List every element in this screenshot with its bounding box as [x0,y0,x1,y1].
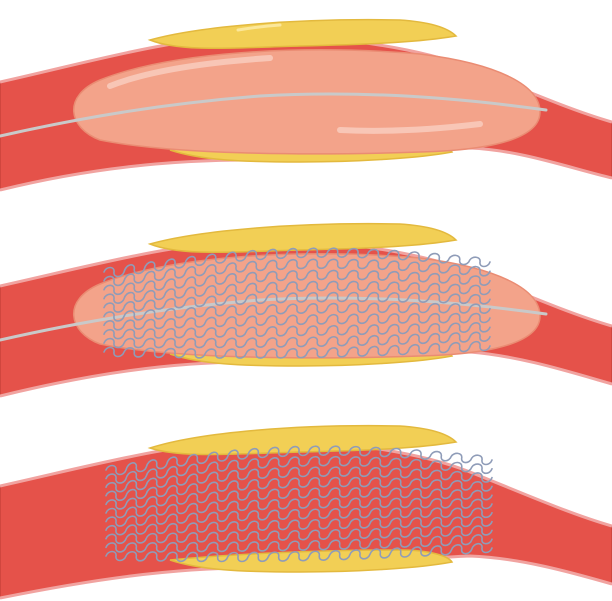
stage-stent-expansion [0,224,612,396]
plaque-top [150,20,456,49]
stage-balloon-inflation [0,20,612,190]
plaque-top [150,426,456,455]
plaque-top [150,224,456,253]
stage-stent-deployed [0,426,612,598]
